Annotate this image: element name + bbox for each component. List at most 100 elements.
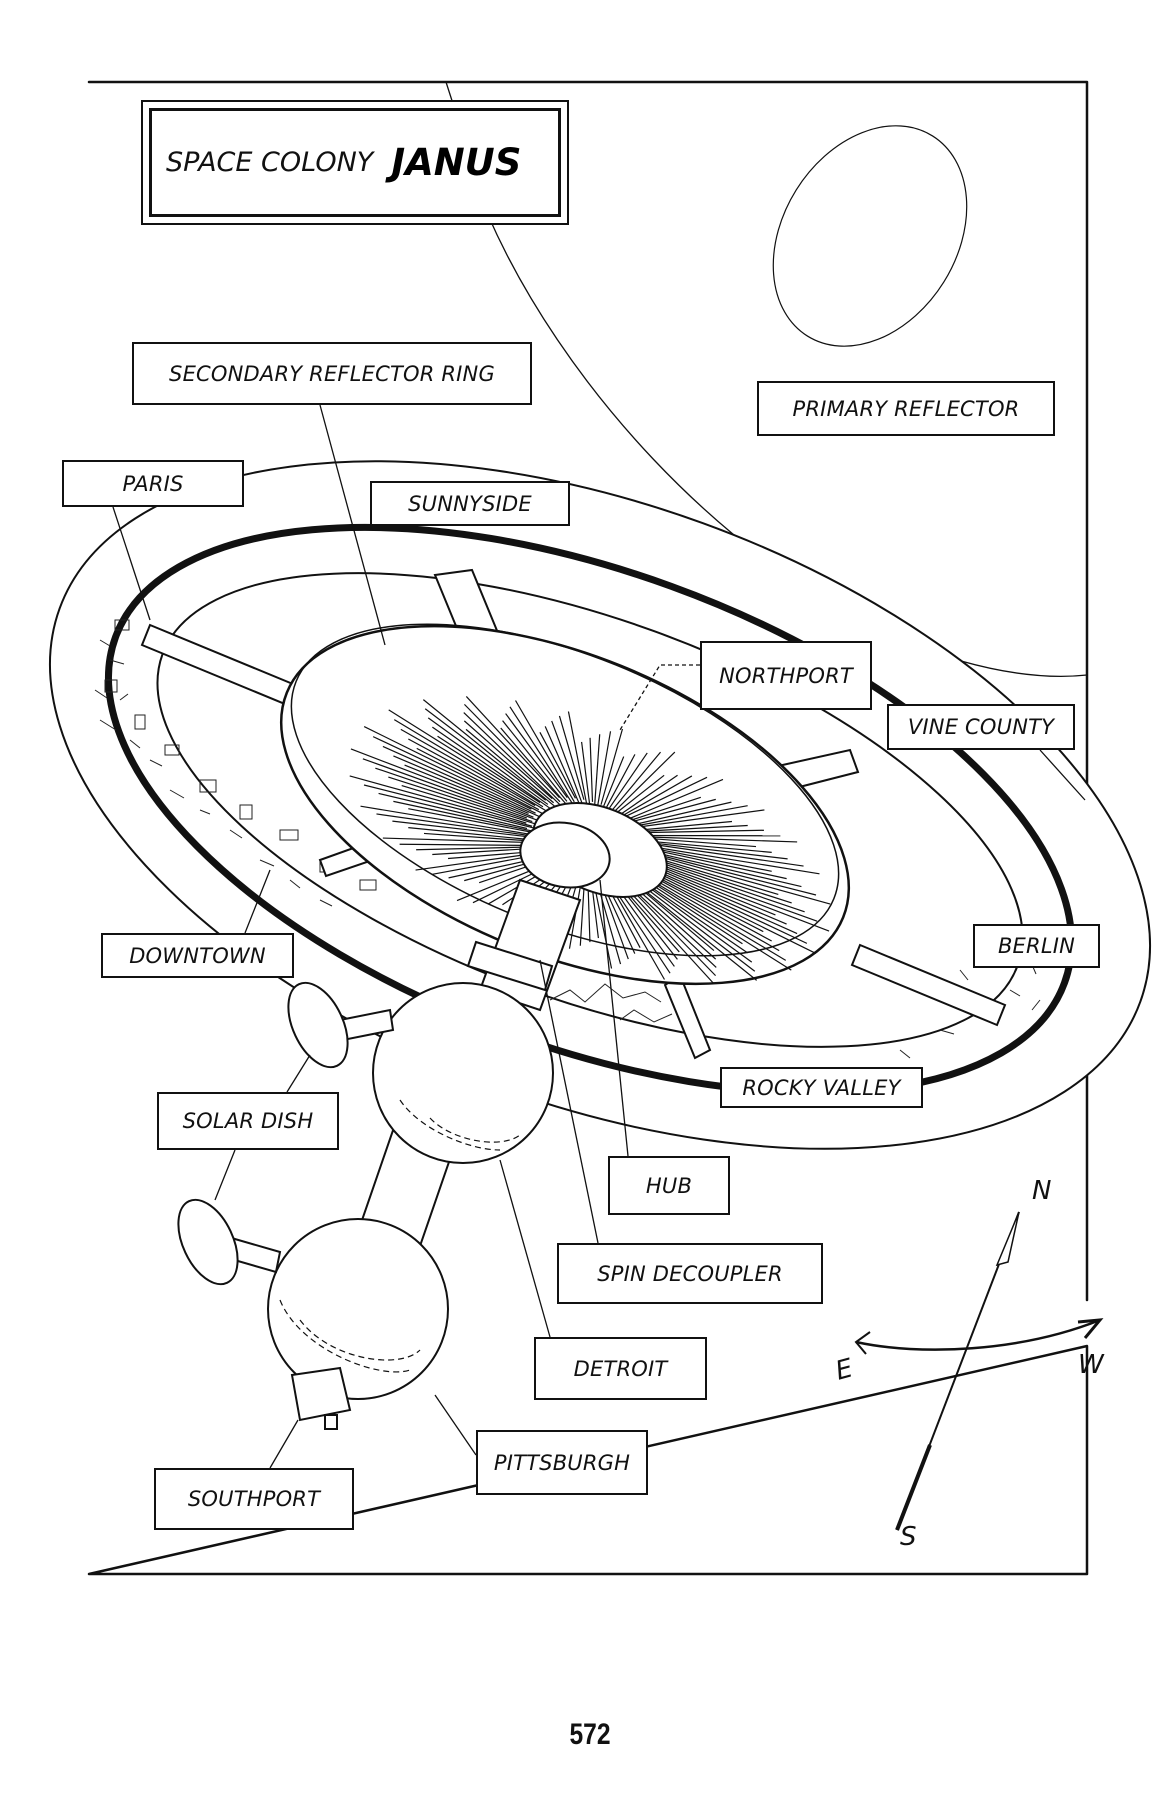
mirror-strut: [567, 711, 588, 808]
mirror-strut: [437, 735, 541, 804]
title-prefix: SPACE COLONY: [166, 147, 374, 178]
label-berlin: BERLIN: [973, 924, 1100, 968]
mirror-strut: [505, 713, 568, 799]
title-colony-name: JANUS: [391, 141, 522, 184]
mirror-strut: [539, 732, 577, 799]
mirror-strut: [625, 801, 732, 828]
mirror-strut: [600, 756, 625, 813]
mirror-strut: [465, 728, 555, 804]
sphere-pittsburgh: [267, 1218, 449, 1400]
mirror-strut: [408, 738, 540, 811]
mirror-strut: [382, 745, 541, 818]
mirror-strut: [393, 719, 547, 812]
mirror-strut: [360, 805, 529, 835]
spoke-berlin: [850, 943, 1007, 1027]
mirror-strut: [551, 720, 583, 804]
mirror-strut: [646, 846, 772, 872]
compass-east-west-arc: [855, 1318, 1101, 1351]
primary-reflector-ellipse: [772, 125, 968, 347]
mirror-strut: [378, 792, 528, 830]
mirror-strut: [515, 700, 575, 803]
compass-south-label: S: [900, 1522, 917, 1552]
label-hub: HUB: [608, 1156, 730, 1215]
mirror-strut: [631, 798, 716, 823]
mirror-strut: [401, 784, 527, 824]
solar-dish-upper: [287, 981, 349, 1069]
spin-decoupler-ring: [466, 940, 554, 992]
mirror-strut: [614, 774, 678, 819]
mirror-strut: [350, 748, 539, 822]
mirror-strut: [647, 871, 764, 933]
mirror-strut: [643, 874, 787, 961]
compass-west-arrowhead: [1077, 1318, 1104, 1339]
mirror-strut: [637, 839, 772, 853]
mirror-strut: [376, 813, 536, 837]
mirror-strut: [500, 727, 568, 806]
mirror-strut: [422, 699, 556, 808]
label-southport: SOUTHPORT: [154, 1468, 354, 1530]
mirror-strut: [616, 774, 665, 813]
leader-downtown: [244, 869, 271, 934]
mirror-strut: [432, 726, 551, 810]
mirror-strut: [408, 808, 540, 835]
mirror-strut: [650, 867, 798, 935]
sphere-detroit: [372, 982, 554, 1164]
mirror-strut: [544, 726, 581, 807]
mirror-strut: [641, 857, 818, 922]
mirror-strut: [581, 741, 591, 805]
mirror-strut: [463, 712, 562, 807]
mirror-strut: [612, 751, 676, 814]
page-number: 572: [569, 1718, 611, 1751]
mirror-strut: [640, 836, 798, 843]
label-vine-county: VINE COUNTY: [887, 704, 1075, 750]
mirror-strut: [596, 731, 612, 808]
mirror-strut: [558, 715, 585, 800]
label-secondary-reflector-ring: SECONDARY REFLECTOR RING: [132, 342, 532, 405]
mirror-strut: [404, 764, 534, 818]
mirror-strut: [642, 829, 764, 834]
compass-east-arrowhead: [854, 1331, 871, 1355]
mirror-strut: [375, 767, 533, 823]
label-pittsburgh: PITTSBURGH: [476, 1430, 648, 1495]
mirror-strut: [650, 843, 804, 867]
leader-detroit: [499, 1159, 551, 1338]
mirror-strut: [400, 728, 536, 807]
mirror-strut: [637, 877, 748, 954]
mirror-strut: [502, 720, 568, 802]
mirror-strut: [652, 849, 787, 880]
mirror-strut: [640, 844, 820, 875]
label-spin-decoupler: SPIN DECOUPLER: [557, 1243, 823, 1304]
mirror-strut: [624, 881, 717, 968]
leader-secondary-ring: [319, 404, 386, 646]
mirror-strut: [363, 726, 532, 810]
label-rocky-valley: ROCKY VALLEY: [720, 1067, 923, 1108]
mirror-strut: [647, 851, 817, 896]
label-primary-reflector: PRIMARY REFLECTOR: [757, 381, 1055, 436]
mirror-strut: [600, 728, 624, 805]
mirror-strut: [424, 708, 547, 801]
mirror-strut: [382, 837, 545, 844]
title-box-inner: SPACE COLONY JANUS: [149, 108, 561, 217]
mirror-strut: [363, 784, 539, 830]
mirror-strut: [636, 824, 748, 833]
mirror-strut: [607, 751, 662, 816]
mirror-strut: [427, 717, 549, 805]
sphere-pittsburgh-detail: [279, 1299, 421, 1373]
leader-solar-dish-lower: [214, 1149, 236, 1201]
leader-southport: [269, 1419, 299, 1469]
mirror-strut: [638, 863, 808, 944]
southport-dock-nub: [324, 1414, 338, 1430]
title-box: SPACE COLONY JANUS: [141, 100, 569, 225]
mirror-strut: [408, 827, 532, 841]
mirror-strut: [465, 696, 560, 799]
mirror-strut: [624, 776, 708, 818]
mirror-strut: [647, 856, 792, 904]
mirror-strut: [647, 837, 757, 848]
southport-dock: [290, 1366, 352, 1422]
leader-paris: [112, 506, 151, 621]
label-downtown: DOWNTOWN: [101, 933, 294, 978]
mirror-strut: [620, 778, 724, 823]
mirror-strut: [604, 754, 636, 811]
mirror-strut: [393, 755, 529, 814]
label-northport: NORTHPORT: [700, 641, 872, 710]
